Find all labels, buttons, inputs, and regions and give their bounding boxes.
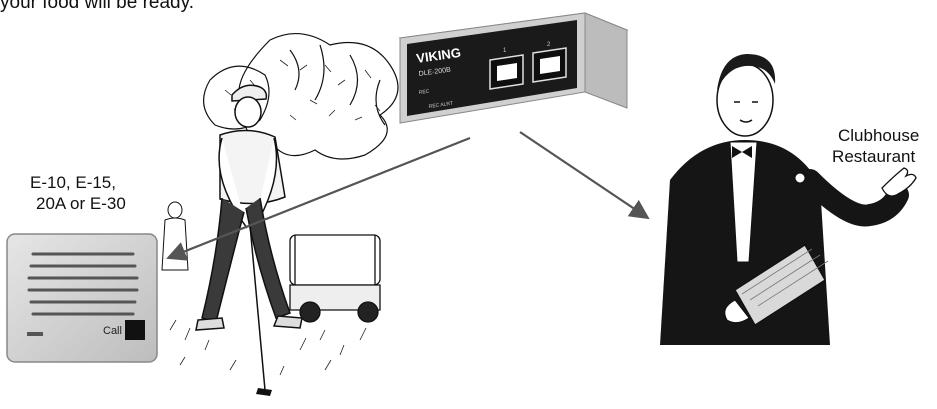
destination-label-line-2: Restaurant	[828, 146, 919, 167]
destination-label-line-1: Clubhouse	[828, 125, 919, 146]
waiter-illustration	[650, 50, 920, 355]
arrow-to-callbox	[168, 138, 470, 258]
destination-label: Clubhouse Restaurant	[828, 125, 919, 167]
arrow-to-restaurant	[520, 132, 648, 218]
